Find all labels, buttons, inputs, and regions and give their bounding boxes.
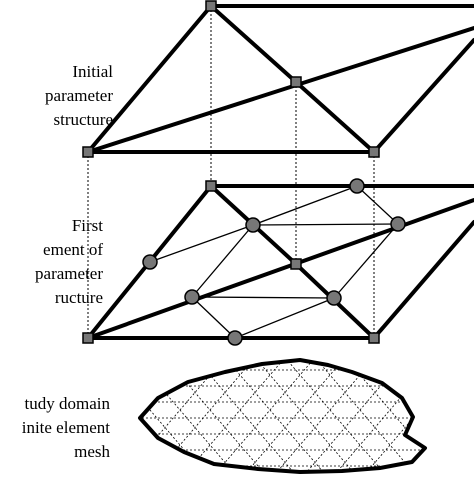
node-square — [205, 180, 217, 192]
label-initial-parameter-structure: Initial parameter structure — [45, 60, 113, 132]
node-square — [368, 146, 380, 158]
label-first-refinement: First ement of parameter ructure — [35, 214, 103, 310]
label-line: tudy domain — [24, 394, 110, 413]
node-circle — [349, 178, 365, 194]
node-circle — [227, 330, 243, 346]
node-circle — [142, 254, 158, 270]
label-line: parameter — [45, 86, 113, 105]
refinement-square-nodes — [82, 180, 380, 344]
label-line: inite element — [21, 418, 110, 437]
finite-element-mesh — [138, 358, 427, 474]
label-line: ructure — [54, 288, 103, 307]
refinement-thin-lines — [149, 185, 399, 339]
label-line: ement of — [43, 240, 103, 259]
node-circle — [390, 216, 406, 232]
initial-structure — [86, 4, 474, 154]
label-study-domain-mesh: tudy domain inite element mesh — [22, 392, 110, 464]
refinement-thick-lines — [86, 184, 474, 340]
label-line: parameter — [35, 264, 103, 283]
node-circle — [326, 290, 342, 306]
node-square — [82, 332, 94, 344]
label-line: structure — [53, 110, 113, 129]
node-square — [82, 146, 94, 158]
node-square — [290, 76, 302, 88]
node-square — [205, 0, 217, 12]
label-line: First — [71, 216, 103, 235]
node-circle — [245, 217, 261, 233]
initial-nodes — [82, 0, 380, 158]
node-square — [290, 258, 302, 270]
label-line: mesh — [74, 442, 110, 461]
refinement-circle-nodes — [142, 178, 406, 346]
mesh-boundary — [138, 358, 427, 474]
label-line: Initial — [72, 62, 113, 81]
projection-lines — [87, 6, 375, 338]
node-circle — [184, 289, 200, 305]
node-square — [368, 332, 380, 344]
